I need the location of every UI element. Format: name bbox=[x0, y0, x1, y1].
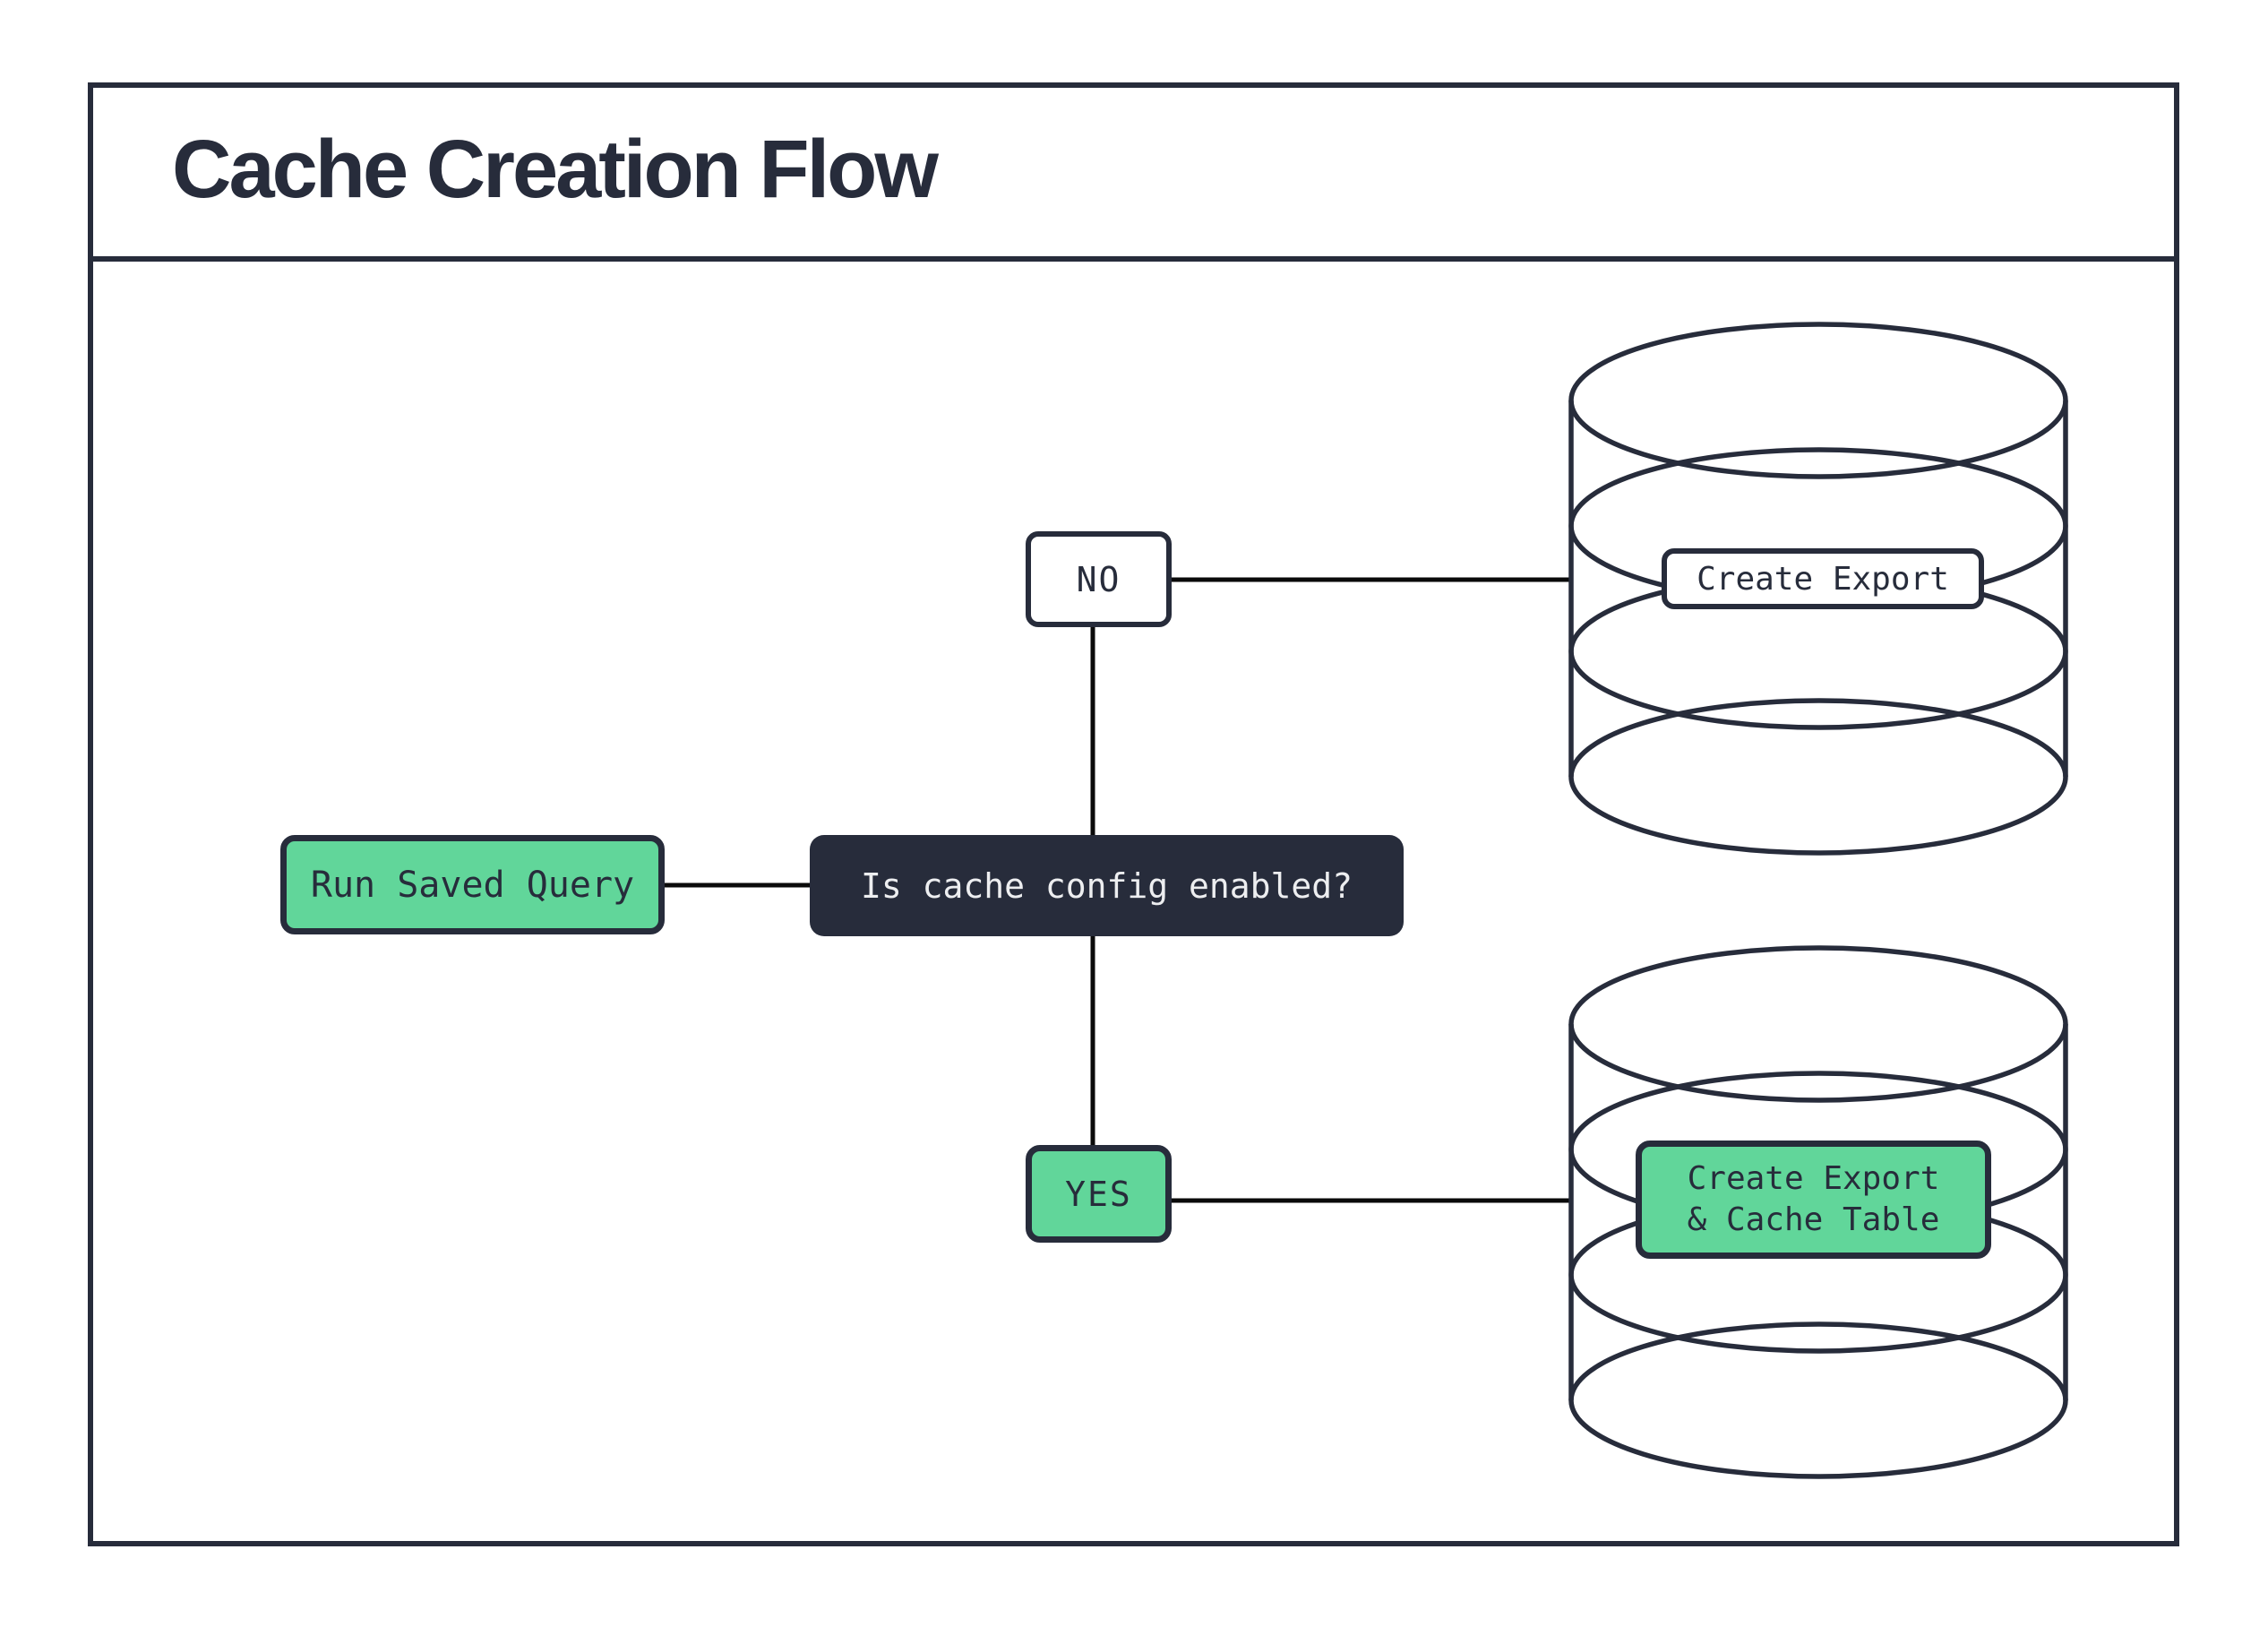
node-branch-no-label: NO bbox=[1076, 559, 1121, 599]
title-bar: Cache Creation Flow bbox=[88, 82, 2179, 262]
node-create-export-cache-line2: & Cache Table bbox=[1687, 1201, 1940, 1238]
node-create-export-label: Create Export bbox=[1697, 560, 1949, 598]
node-create-export: Create Export bbox=[1662, 548, 1984, 609]
node-create-export-cache-line1: Create Export bbox=[1687, 1160, 1940, 1197]
node-cache-config-decision: Is cache config enabled? bbox=[810, 835, 1404, 936]
node-run-saved-query: Run Saved Query bbox=[280, 835, 665, 934]
node-cache-config-decision-label: Is cache config enabled? bbox=[860, 865, 1353, 906]
page-title: Cache Creation Flow bbox=[172, 123, 939, 215]
node-branch-yes: YES bbox=[1026, 1145, 1172, 1243]
node-run-saved-query-label: Run Saved Query bbox=[310, 864, 635, 906]
node-create-export-cache-table: Create Export & Cache Table bbox=[1636, 1141, 1991, 1259]
node-branch-no: NO bbox=[1026, 531, 1172, 627]
node-branch-yes-label: YES bbox=[1065, 1174, 1132, 1214]
